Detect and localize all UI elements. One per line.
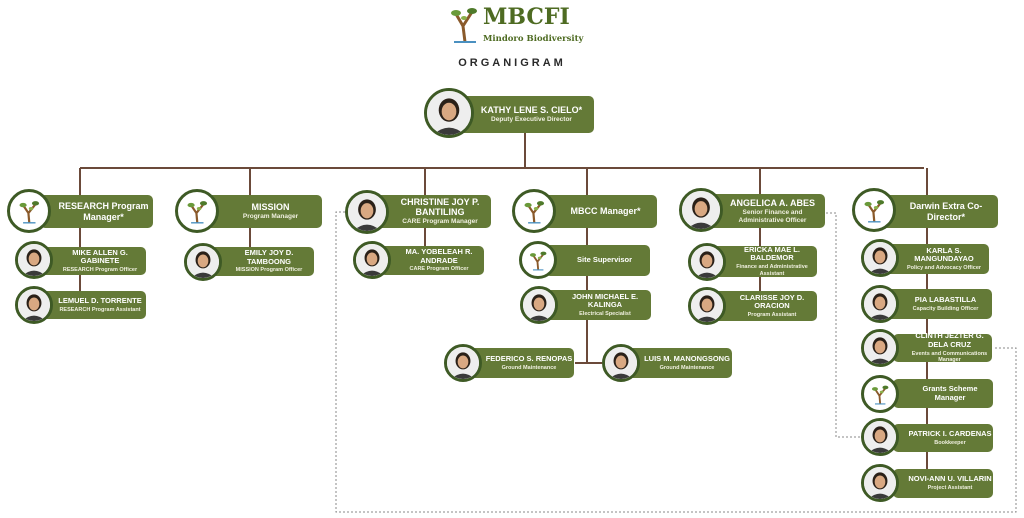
node-name: KARLA S. MANGUNDAYAO — [914, 245, 974, 264]
avatar-photo — [861, 239, 899, 277]
tree-logo-icon — [852, 188, 896, 232]
node-title: Ground Maintenance — [659, 364, 715, 371]
tree-logo-icon — [451, 8, 477, 43]
tree-logo-icon — [175, 189, 219, 233]
node-name: PATRICK I. CARDENAS — [908, 428, 992, 438]
avatar-photo — [688, 243, 726, 281]
node-name: MIKE ALLEN G. GABINETE — [72, 247, 128, 266]
node-title: Project Assistant — [927, 485, 973, 492]
node-name: MBCC Manager* — [570, 206, 641, 217]
avatar-photo — [861, 418, 899, 456]
node-name: JOHN MICHAEL E. KALINGA — [571, 291, 639, 310]
node-name: ERICKA MAE L. BALDEMOR — [744, 244, 800, 263]
node-title: Ground Maintenance — [501, 364, 557, 371]
tree-logo-icon — [512, 189, 556, 233]
node-name: FEDERICO S. RENOPAS — [485, 353, 573, 363]
avatar-photo — [520, 286, 558, 324]
tree-logo-icon — [519, 241, 557, 279]
node-title: Program Assistant — [747, 311, 797, 318]
node-name: MA. YOBELEAH R. ANDRADE — [405, 247, 473, 265]
node-name: Site Supervisor — [576, 255, 633, 265]
node-name: Darwin Extra Co-Director* — [909, 201, 983, 222]
node-title: Finance and Administrative Assistant — [736, 264, 808, 277]
avatar-photo — [353, 241, 391, 279]
node-name: PIA LABASTILLA — [914, 294, 977, 304]
avatar-photo — [602, 344, 640, 382]
node-name: CLARISSE JOY D. ORACION — [739, 292, 805, 311]
avatar-photo — [424, 88, 474, 138]
node-box: KATHY LENE S. CIELO*Deputy Executive Dir… — [455, 96, 594, 133]
page-title: ORGANIGRAM — [458, 57, 566, 69]
node-box: RESEARCH Program Manager* — [40, 195, 153, 228]
node-title: Program Manager — [242, 213, 299, 221]
avatar-photo — [688, 287, 726, 325]
logo-brand: MBCFI — [483, 4, 570, 30]
node-title: CARE Program Manager — [402, 218, 478, 226]
tree-logo-icon — [861, 375, 899, 413]
node-title: Deputy Executive Director — [491, 116, 572, 124]
node-title: Senior Finance and Administrative Office… — [738, 208, 807, 224]
tree-logo-icon — [7, 189, 51, 233]
node-box: MBCC Manager* — [540, 195, 657, 228]
node-title: CARE Program Officer — [409, 266, 469, 273]
avatar-photo — [861, 329, 899, 367]
node-name: Grants Scheme Manager — [922, 383, 978, 402]
node-title: Policy and Advocacy Officer — [906, 264, 982, 271]
node-name: ANGELICA A. ABES — [729, 197, 815, 208]
node-name: NOVI-ANN U. VILLARIN — [908, 474, 992, 484]
logo-subtitle: Mindoro Biodiversity — [483, 34, 584, 44]
node-title: MISSION Program Officer — [235, 267, 303, 274]
mbcfi-logo: MBCFI Mindoro Biodiversity — [450, 4, 584, 46]
node-name: LEMUEL D. TORRENTE — [58, 295, 142, 305]
avatar-photo — [861, 285, 899, 323]
avatar-photo — [15, 241, 53, 279]
node-name: CHRISTINE JOY P. BANTILING — [400, 196, 480, 218]
node-title: Events and Communications Manager — [911, 350, 988, 364]
node-name: KATHY LENE S. CIELO* — [480, 104, 583, 115]
node-title: RESEARCH Program Officer — [62, 266, 138, 273]
avatar-photo — [345, 190, 389, 234]
node-name: EMILY JOY D. TAMBOONG — [244, 248, 294, 266]
node-title: Electrical Specialist — [579, 310, 631, 317]
node-title: Bookkeeper — [934, 439, 966, 446]
node-box: Darwin Extra Co-Director* — [880, 195, 998, 228]
node-title: Capacity Building Officer — [912, 305, 979, 312]
node-box: Grants Scheme Manager — [893, 379, 993, 408]
node-name: MISSION — [251, 201, 290, 212]
node-title: RESEARCH Program Assistant — [59, 306, 141, 313]
node-box: Site Supervisor — [545, 245, 650, 276]
avatar-photo — [444, 344, 482, 382]
avatar-photo — [679, 188, 723, 232]
avatar-photo — [15, 286, 53, 324]
node-name: RESEARCH Program Manager* — [58, 201, 149, 222]
node-name: LUIS M. MANONGSONG — [644, 353, 730, 363]
avatar-photo — [861, 464, 899, 502]
node-name: CLINTH JEZTER G. DELA CRUZ — [915, 331, 984, 349]
avatar-photo — [184, 243, 222, 281]
